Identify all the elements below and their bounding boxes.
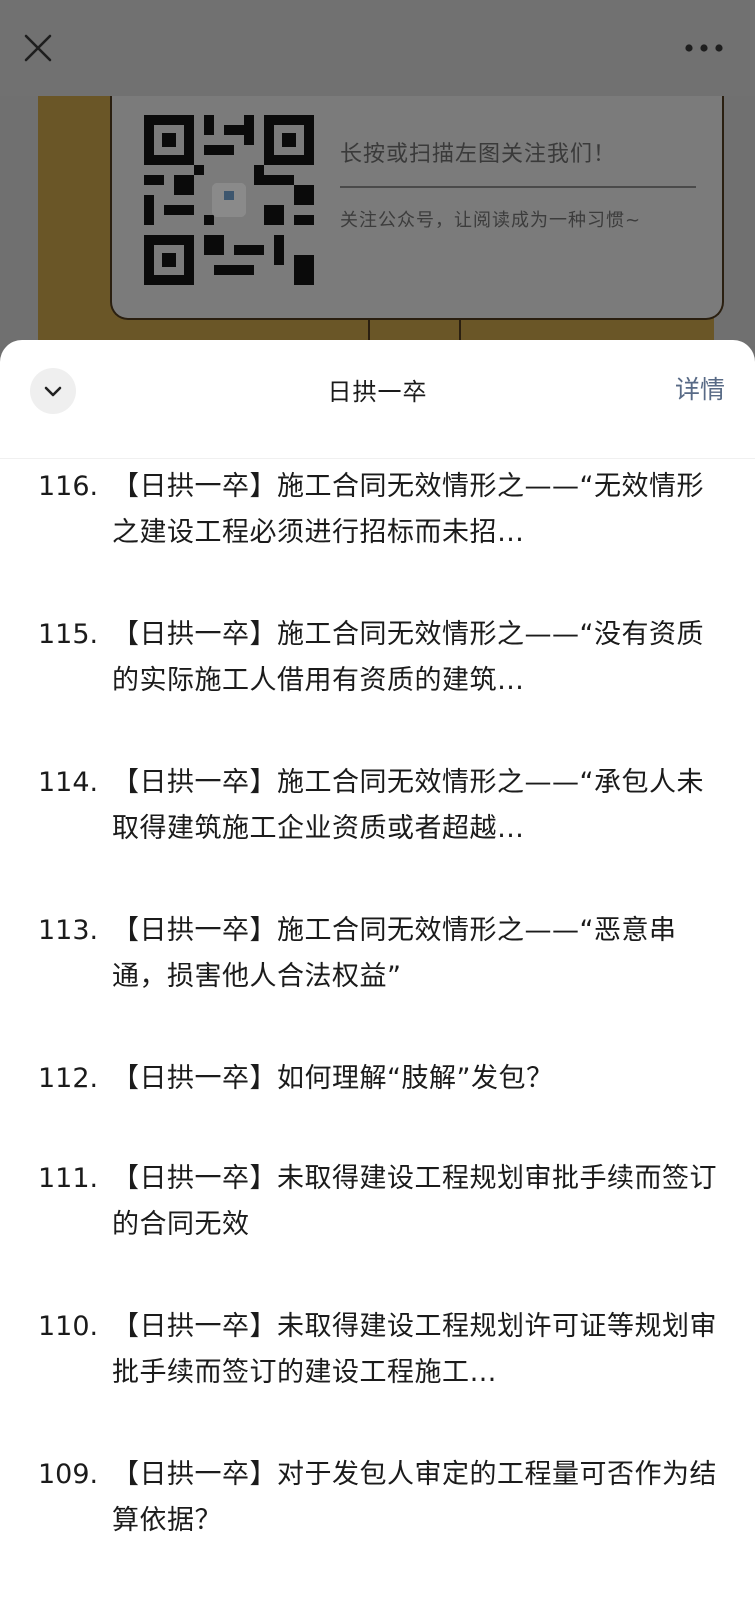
item-title: 【日拱一卒】施工合同无效情形之——“承包人未取得建筑施工企业资质或者超越… [112, 767, 704, 844]
collapse-button[interactable] [30, 368, 76, 414]
top-bar [0, 0, 755, 96]
more-button[interactable] [680, 36, 730, 60]
item-title: 【日拱一卒】对于发包人审定的工程量可否作为结算依据？ [112, 1459, 717, 1536]
sheet-header: 日拱一卒 详情 [0, 340, 755, 459]
item-title: 【日拱一卒】施工合同无效情形之——“无效情形之建设工程必须进行招标而未招… [112, 471, 704, 548]
album-sheet: 日拱一卒 详情 116. 【日拱一卒】施工合同无效情形之——“无效情形之建设工程必… [0, 340, 755, 1600]
item-number: 116. [38, 471, 99, 502]
item-title: 【日拱一卒】施工合同无效情形之——“没有资质的实际施工人借用有资质的建筑… [112, 619, 704, 696]
item-number: 109. [38, 1459, 99, 1490]
frame-divider [459, 318, 461, 346]
item-title: 【日拱一卒】未取得建设工程规划许可证等规划审批手续而签订的建设工程施工… [112, 1311, 717, 1388]
list-item[interactable]: 109. 【日拱一卒】对于发包人审定的工程量可否作为结算依据？ [38, 1452, 718, 1544]
item-number: 115. [38, 619, 99, 650]
details-link[interactable]: 详情 [674, 375, 725, 404]
list-item[interactable]: 115. 【日拱一卒】施工合同无效情形之——“没有资质的实际施工人借用有资质的建筑… [38, 612, 718, 704]
list-item[interactable]: 113. 【日拱一卒】施工合同无效情形之——“恶意串通，损害他人合法权益” [38, 908, 718, 1000]
gold-frame: 长按或扫描左图关注我们！ 关注公众号，让阅读成为一种习惯~ [38, 96, 724, 346]
item-title: 【日拱一卒】如何理解“肢解”发包？ [112, 1063, 554, 1094]
qr-code-icon[interactable] [144, 114, 314, 286]
follow-card: 长按或扫描左图关注我们！ 关注公众号，让阅读成为一种习惯~ [110, 96, 724, 320]
list-item[interactable]: 112. 【日拱一卒】如何理解“肢解”发包？ [38, 1056, 718, 1102]
item-number: 110. [38, 1311, 99, 1342]
article-background: 长按或扫描左图关注我们！ 关注公众号，让阅读成为一种习惯~ [0, 96, 755, 346]
chevron-down-icon [44, 386, 62, 397]
item-number: 111. [38, 1163, 99, 1194]
list-item[interactable]: 111. 【日拱一卒】未取得建设工程规划审批手续而签订的合同无效 [38, 1156, 718, 1248]
item-number: 113. [38, 915, 99, 946]
close-icon [24, 34, 52, 62]
item-title: 【日拱一卒】施工合同无效情形之——“恶意串通，损害他人合法权益” [112, 915, 677, 992]
follow-title: 长按或扫描左图关注我们！ [340, 142, 617, 167]
item-number: 112. [38, 1063, 99, 1094]
card-divider [340, 186, 696, 188]
follow-subtitle: 关注公众号，让阅读成为一种习惯~ [340, 210, 642, 231]
album-title: 日拱一卒 [327, 378, 428, 406]
item-number: 114. [38, 767, 99, 798]
item-title: 【日拱一卒】未取得建设工程规划审批手续而签订的合同无效 [112, 1163, 717, 1240]
frame-divider [368, 318, 370, 346]
list-item[interactable]: 114. 【日拱一卒】施工合同无效情形之——“承包人未取得建筑施工企业资质或者超越… [38, 760, 718, 852]
more-dots-icon [685, 44, 723, 52]
list-item[interactable]: 116. 【日拱一卒】施工合同无效情形之——“无效情形之建设工程必须进行招标而未招… [38, 464, 718, 556]
close-button[interactable] [22, 32, 54, 64]
list-item[interactable]: 110. 【日拱一卒】未取得建设工程规划许可证等规划审批手续而签订的建设工程施工… [38, 1304, 718, 1396]
